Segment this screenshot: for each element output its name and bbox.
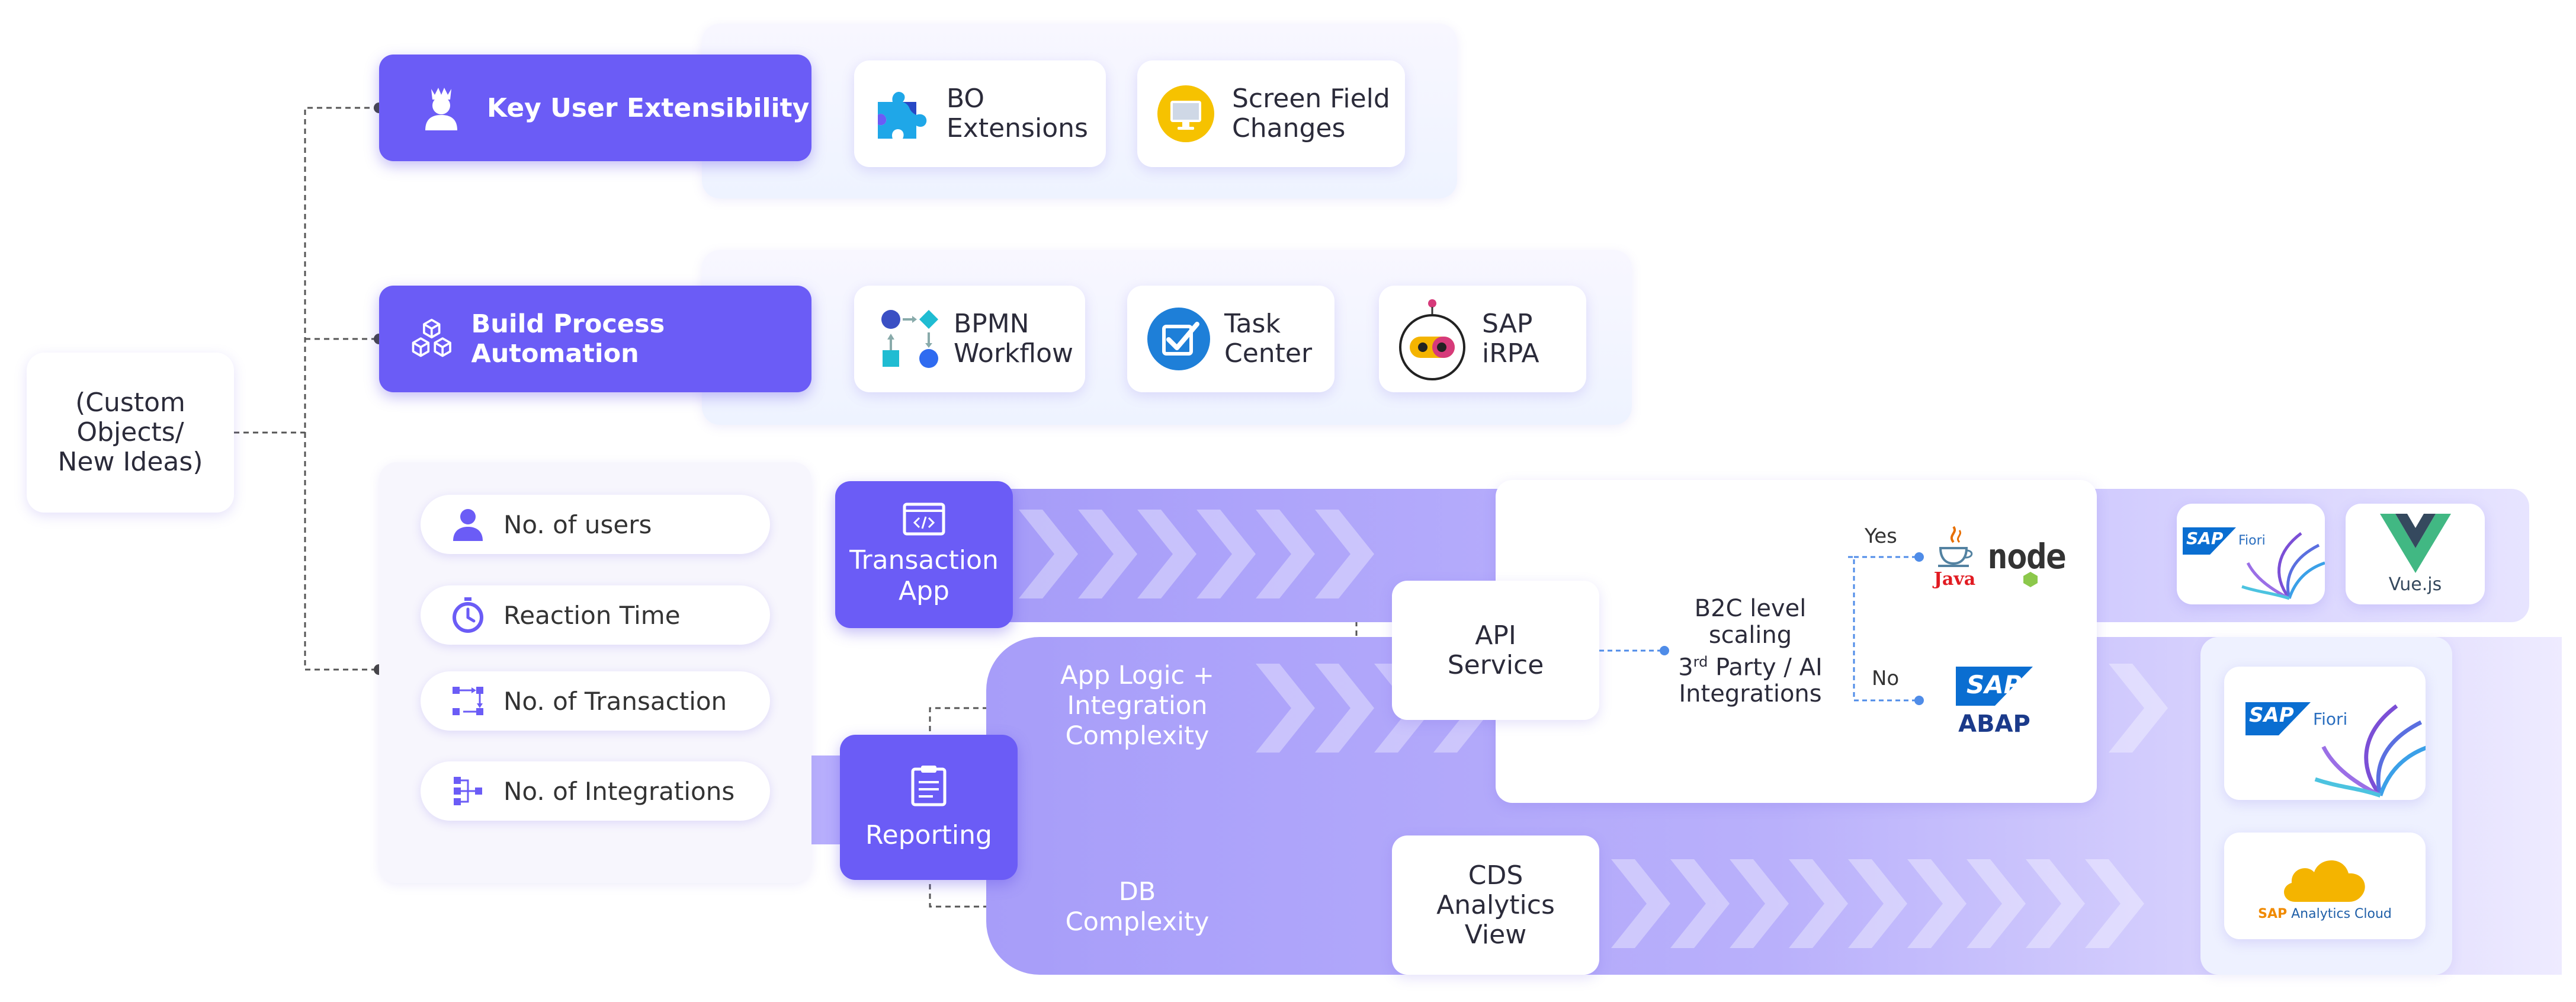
tool-task-center: Task Center xyxy=(1127,286,1334,392)
vuejs-logo-text: Vue.js xyxy=(2388,574,2442,595)
stopwatch-icon xyxy=(453,597,483,633)
sap-logo-icon xyxy=(2183,527,2236,555)
criterion-no-of-users-label: No. of users xyxy=(503,510,652,539)
node-hex-icon xyxy=(2023,572,2038,587)
tool-sap-irpa: SAP iRPA xyxy=(1379,286,1586,392)
workflow-icon xyxy=(881,310,938,368)
sac-text-row: SAP Analytics Cloud xyxy=(2258,907,2392,921)
criterion-reaction-time: Reaction Time xyxy=(421,585,770,645)
transaction-app-label: Transaction App xyxy=(849,545,999,606)
sap-fiori-bottom-fiori-text: Fiori xyxy=(2313,709,2348,729)
criterion-no-of-users: No. of users xyxy=(421,495,770,554)
b2c-line4: Integrations xyxy=(1679,680,1822,708)
tool-screen-field-changes: Screen Field Changes xyxy=(1137,60,1405,167)
monitor-icon xyxy=(1157,85,1214,142)
tool-sap-irpa-label: SAP iRPA xyxy=(1482,309,1539,369)
java-logo: Java xyxy=(1931,524,1978,590)
b2c-line2: scaling xyxy=(1708,622,1792,649)
chevron-decoration-lower xyxy=(1611,859,2144,948)
criterion-reaction-time-label: Reaction Time xyxy=(503,600,681,630)
sap-fiori-logo-top: SAP Fiori xyxy=(2177,504,2325,604)
sap-abap-top-text: SAP xyxy=(1967,670,2022,699)
sap-analytics-cloud-logo: SAP Analytics Cloud xyxy=(2224,833,2426,939)
reporting-label: Reporting xyxy=(865,820,992,850)
root-node: (Custom Objects/ New Ideas) xyxy=(27,353,234,513)
tool-bpmn-workflow-label: BPMN Workflow xyxy=(954,309,1074,369)
sap-fiori-top-fiori-text: Fiori xyxy=(2238,533,2266,548)
tool-bo-extensions: BO Extensions xyxy=(854,60,1106,167)
tool-task-center-label: Task Center xyxy=(1224,309,1313,369)
sap-fiori-bottom-sap-text: SAP xyxy=(2249,703,2294,727)
vue-icon xyxy=(2379,513,2451,573)
sac-analytics-text: Analytics Cloud xyxy=(2291,906,2392,921)
build-process-automation-button[interactable]: Build Process Automation xyxy=(379,286,811,392)
key-user-extensibility-label: Key User Extensibility xyxy=(487,92,810,123)
api-service-label: API Service xyxy=(1447,620,1544,680)
b2c-line3: 3rd Party / AI xyxy=(1678,654,1823,681)
b2c-text-block: B2C level scaling 3rd Party / AI Integra… xyxy=(1653,596,1848,708)
cubes-icon xyxy=(412,318,451,357)
transaction-app-button[interactable]: Transaction App xyxy=(835,481,1013,628)
transaction-icon xyxy=(453,687,483,715)
criterion-no-of-integrations: No. of Integrations xyxy=(421,761,770,821)
criterion-no-of-transaction: No. of Transaction xyxy=(421,671,770,731)
no-label: No xyxy=(1872,667,1900,690)
puzzle-icon xyxy=(878,91,927,139)
sap-logo-icon xyxy=(2245,702,2311,735)
node-logo-text: node xyxy=(1987,536,2067,577)
java-cup-icon xyxy=(1938,526,1973,567)
app-logic-complexity-label: App Logic + Integration Complexity xyxy=(1060,661,1214,751)
tool-bo-extensions-label: BO Extensions xyxy=(947,84,1088,143)
b2c-line1: B2C level xyxy=(1694,595,1807,622)
sap-abap-logo: SAP ABAP xyxy=(1956,667,2039,738)
clipboard-icon xyxy=(911,766,947,806)
vuejs-logo: Vue.js xyxy=(2346,504,2485,604)
key-user-extensibility-button[interactable]: Key User Extensibility xyxy=(379,55,811,161)
chevron-decoration-right xyxy=(2109,664,2168,753)
cds-analytics-view-node: CDS Analytics View xyxy=(1392,835,1599,975)
reporting-button[interactable]: Reporting xyxy=(840,735,1018,880)
user-icon xyxy=(453,509,483,541)
checkbox-icon xyxy=(1147,308,1210,370)
sap-abap-bottom-text: ABAP xyxy=(1958,710,2030,738)
sap-logo-icon xyxy=(1956,667,2033,706)
db-complexity-label: DB Complexity xyxy=(1065,877,1210,937)
fiori-flower-icon xyxy=(2314,704,2426,798)
java-logo-text: Java xyxy=(1933,569,1976,590)
sap-fiori-top-sap-text: SAP xyxy=(2186,529,2224,548)
root-node-label: (Custom Objects/ New Ideas) xyxy=(57,388,203,477)
integration-icon xyxy=(454,777,482,805)
code-window-icon xyxy=(903,502,945,536)
node-logo: node xyxy=(1987,536,2076,587)
sap-fiori-logo-bottom: SAP Fiori xyxy=(2224,667,2426,800)
api-service-node: API Service xyxy=(1392,581,1599,720)
decision-connectors xyxy=(1599,552,1924,705)
robot-icon xyxy=(1399,299,1465,380)
cds-analytics-view-label: CDS Analytics View xyxy=(1436,860,1555,950)
criterion-no-of-integrations-label: No. of Integrations xyxy=(503,776,735,806)
tool-bpmn-workflow: BPMN Workflow xyxy=(854,286,1085,392)
cloud-icon xyxy=(2284,860,2365,902)
criterion-no-of-transaction-label: No. of Transaction xyxy=(503,686,727,716)
yes-label: Yes xyxy=(1865,524,1897,548)
build-process-automation-label: Build Process Automation xyxy=(471,309,665,369)
tool-screen-field-changes-label: Screen Field Changes xyxy=(1232,84,1390,143)
sac-sap-text: SAP xyxy=(2258,906,2288,921)
person-icon xyxy=(425,88,457,130)
fiori-flower-icon xyxy=(2241,532,2325,600)
